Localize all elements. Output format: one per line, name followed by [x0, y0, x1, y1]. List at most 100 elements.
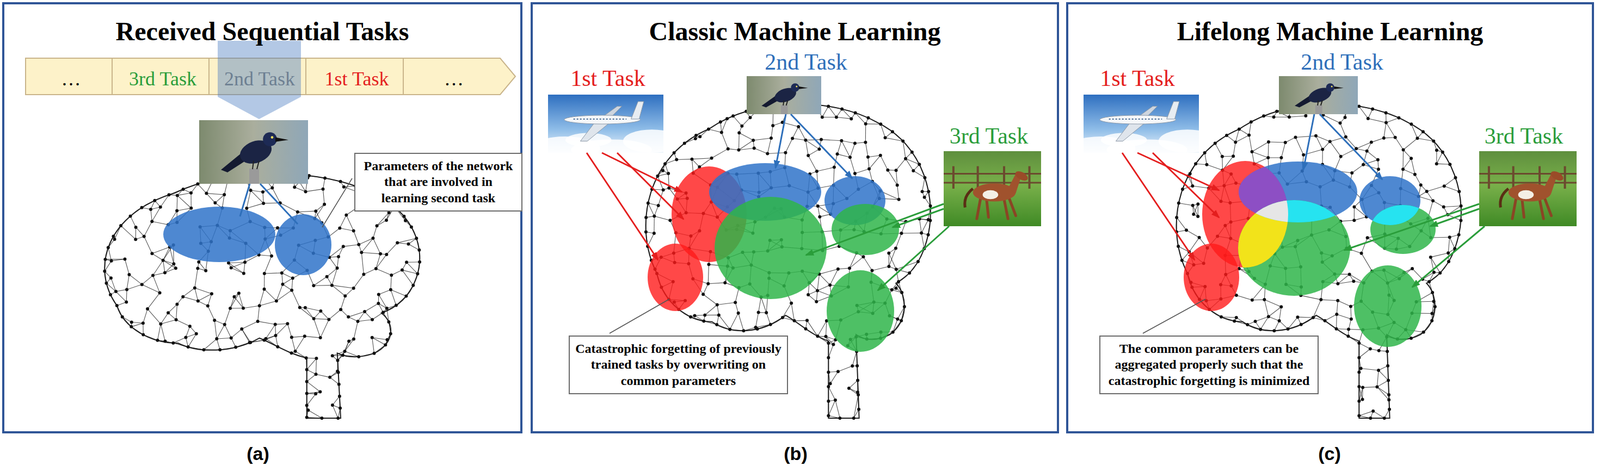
- mesh-link: [329, 246, 344, 258]
- mesh-node: [322, 202, 326, 207]
- mesh-node: [757, 311, 761, 315]
- mesh-link: [105, 259, 125, 261]
- mesh-link: [353, 321, 358, 340]
- mesh-link: [836, 117, 852, 120]
- mesh-link: [738, 132, 740, 151]
- mesh-node: [128, 214, 133, 218]
- mesh-link: [901, 306, 905, 322]
- mesh-link: [131, 327, 144, 336]
- mesh-link: [1188, 163, 1196, 176]
- mesh-node: [1303, 114, 1308, 118]
- mesh-link: [275, 335, 279, 348]
- mesh-node: [826, 385, 830, 389]
- mesh-link: [309, 175, 325, 178]
- mesh-node: [129, 325, 133, 329]
- mesh-link: [696, 128, 709, 136]
- mesh-node: [359, 250, 363, 255]
- mesh-node: [1287, 115, 1291, 119]
- mesh-node: [371, 236, 375, 240]
- mesh-link: [741, 117, 750, 127]
- mesh-link: [264, 340, 279, 348]
- mesh-link: [1358, 411, 1374, 417]
- mesh-link: [839, 417, 854, 419]
- mesh-link: [214, 320, 217, 340]
- mesh-link: [144, 236, 153, 255]
- mesh-link: [849, 256, 864, 269]
- mesh-link: [735, 287, 740, 303]
- mesh-node: [328, 376, 332, 380]
- mesh-link: [339, 228, 354, 231]
- mesh-link: [143, 335, 158, 341]
- mesh-node: [341, 244, 346, 249]
- mesh-link: [1367, 151, 1378, 160]
- mesh-node: [718, 120, 723, 124]
- mesh-link: [1371, 138, 1384, 143]
- mesh-node: [706, 282, 710, 286]
- mesh-node: [202, 348, 206, 352]
- mesh-link: [419, 250, 421, 263]
- mesh-node: [339, 308, 343, 312]
- mesh-link: [1268, 141, 1286, 143]
- mesh-link: [281, 273, 293, 279]
- mesh-link: [342, 355, 359, 358]
- mesh-link: [837, 140, 842, 155]
- mesh-node: [158, 322, 163, 326]
- mesh-node: [204, 192, 208, 196]
- mesh-node: [652, 231, 656, 236]
- mesh-node: [357, 355, 361, 359]
- mesh-node: [847, 266, 852, 270]
- mesh-link: [416, 238, 420, 251]
- mesh-link: [126, 289, 128, 303]
- mesh-link: [1252, 299, 1265, 301]
- mesh-link: [1222, 156, 1234, 158]
- mesh-link: [1402, 150, 1405, 170]
- mesh-node: [347, 339, 351, 343]
- mesh-node: [196, 299, 200, 303]
- mesh-node: [335, 359, 340, 363]
- mesh-node: [926, 189, 931, 194]
- mesh-node: [342, 185, 346, 189]
- mesh-link: [142, 323, 144, 335]
- mesh-link: [1373, 411, 1385, 419]
- mesh-node: [327, 317, 331, 322]
- mesh-node: [130, 320, 134, 324]
- mesh-link: [243, 262, 245, 274]
- mesh-node: [108, 293, 113, 297]
- mesh-node: [828, 283, 832, 287]
- mesh-node: [127, 273, 131, 277]
- mesh-node: [693, 137, 698, 141]
- mesh-link: [160, 194, 170, 207]
- mesh-node: [1272, 115, 1276, 119]
- mesh-node: [715, 303, 719, 307]
- mesh-link: [888, 248, 896, 267]
- mesh-node: [174, 318, 178, 322]
- mesh-node: [361, 272, 366, 276]
- mesh-link: [1460, 206, 1462, 221]
- mesh-link: [654, 205, 658, 217]
- mesh-link: [1239, 121, 1252, 129]
- mesh-node: [370, 336, 374, 340]
- mesh-link: [147, 293, 160, 310]
- mesh-link: [865, 142, 869, 158]
- mesh-link: [898, 281, 902, 293]
- mesh-link: [1295, 136, 1316, 138]
- mesh-node: [723, 281, 727, 285]
- mesh-link: [767, 152, 786, 155]
- mesh-node: [771, 124, 775, 128]
- mesh-link: [313, 277, 327, 287]
- mesh-node: [403, 219, 408, 223]
- mesh-link: [306, 358, 317, 371]
- mesh-node: [406, 242, 410, 246]
- mesh-link: [868, 157, 870, 170]
- mesh-node: [167, 193, 171, 197]
- mesh-link: [837, 154, 851, 158]
- mesh-node: [273, 322, 278, 326]
- mesh-link: [1186, 230, 1200, 238]
- mesh-node: [867, 167, 871, 171]
- mesh-node: [385, 306, 389, 311]
- mesh-link: [361, 238, 373, 253]
- mesh-link: [819, 269, 838, 275]
- mesh-link: [357, 193, 363, 208]
- mesh-link: [1190, 173, 1193, 187]
- mesh-node: [312, 317, 316, 321]
